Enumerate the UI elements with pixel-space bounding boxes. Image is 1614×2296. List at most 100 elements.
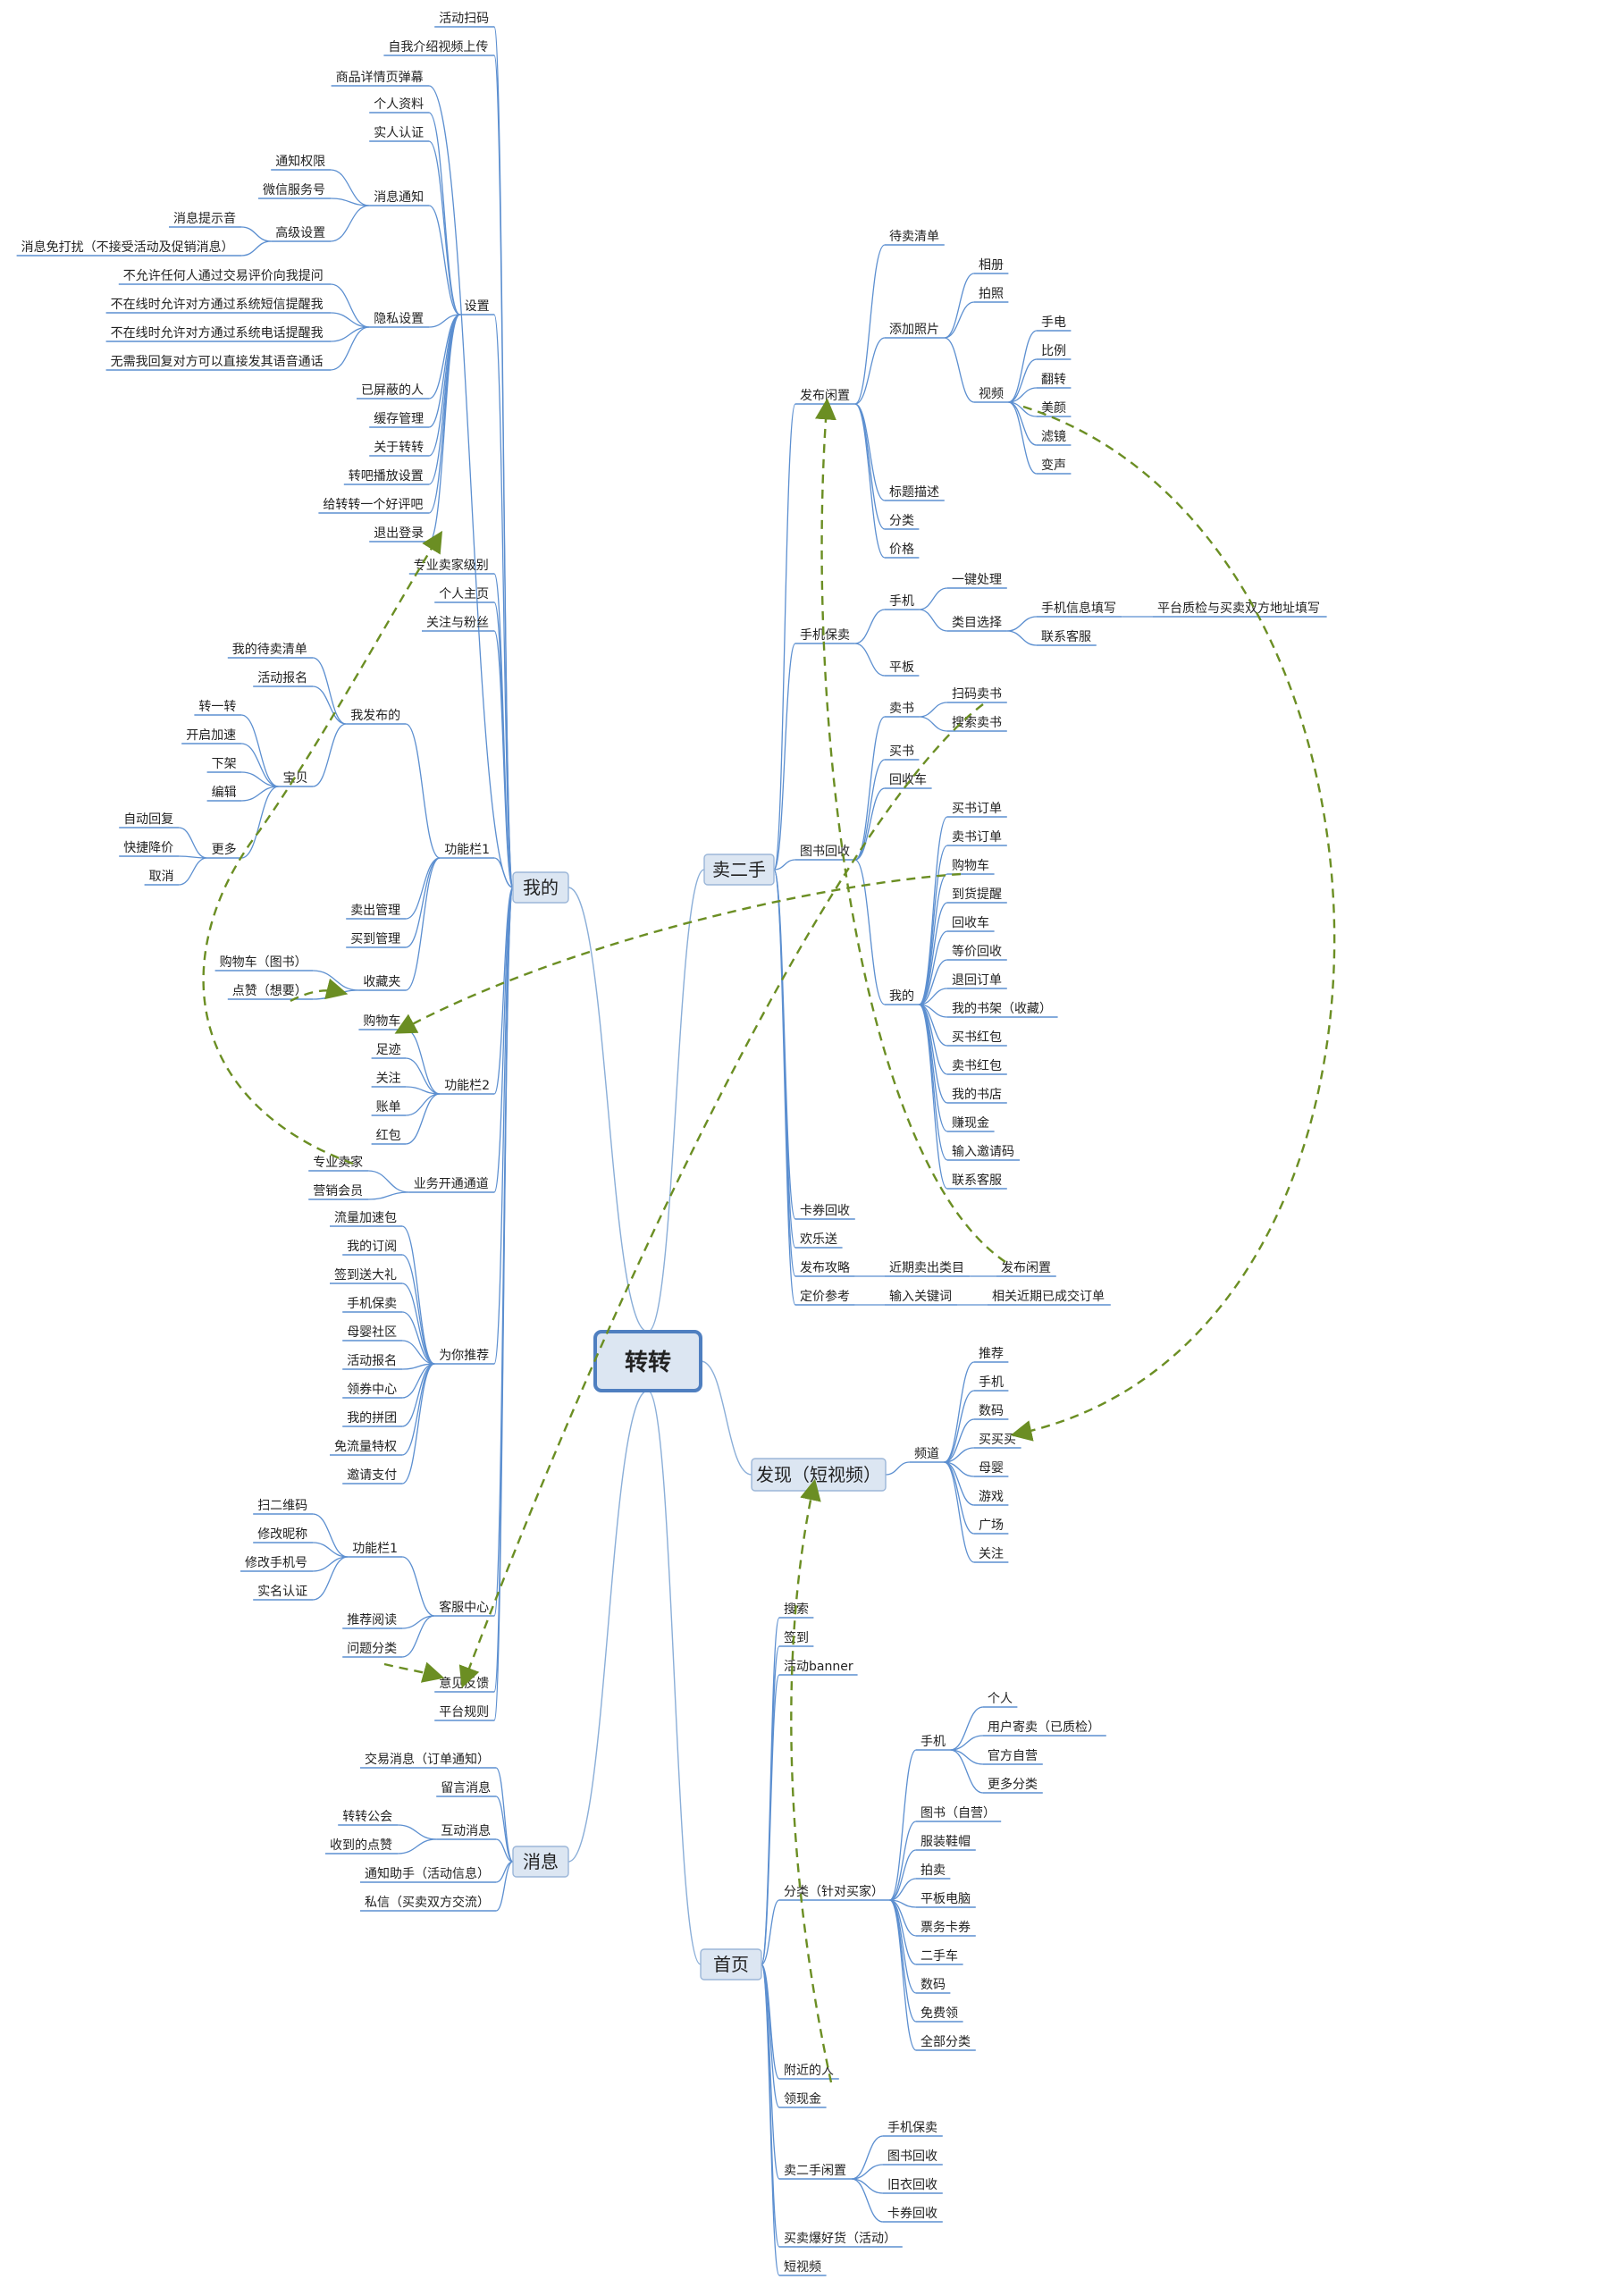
connector [493,887,514,1095]
node-label: 关于转转 [374,441,424,455]
connector [919,873,948,1005]
node-bm0: 买书订单 [947,802,1007,818]
connector [1006,630,1038,646]
node-label: 母婴社区 [347,1325,397,1340]
node-label: 我发布的 [350,709,400,723]
node-label: 卖书红包 [952,1059,1002,1073]
relation-nearby-to-discover [790,1478,833,2083]
node-pph0: 一键处理 [947,573,1007,589]
node-label: 给转转一个好评吧 [323,498,423,512]
node-fv0: 购物车（图书） [214,955,313,971]
node-label: 搜索卖书 [952,715,1002,730]
node-label: 卡券回收 [887,2207,937,2221]
node-label: 美颜 [1041,401,1066,416]
node-label: 快捷降价 [123,841,173,855]
node-label: 足迹 [376,1043,401,1057]
node-t24: 红包 [371,1129,406,1145]
node-t20: 购物车 [358,1013,406,1030]
node-m0: 发布闲置 [795,389,855,405]
branch-box [512,1846,569,1878]
node-t12: 修改手机号 [240,1556,313,1572]
connector [178,857,207,886]
connector [178,827,207,859]
node-label: 数码 [920,1978,946,1992]
node-w13: 业务开通通道 [408,1177,494,1193]
branch-label: 卖二手 [712,859,766,880]
connector [854,337,886,405]
node-label: 类目选择 [952,616,1002,630]
connector [405,857,441,991]
connector [944,273,975,339]
node-label: 滤镜 [1041,430,1066,444]
node-label: 更多 [212,842,237,857]
node-label: 发布闲置 [1001,1261,1051,1275]
node-label: 标题描述 [889,485,939,500]
connector [919,1004,948,1161]
node-label: 平板电脑 [920,1892,971,1906]
node-label: 通知权限 [275,154,325,169]
node-label: 高级设置 [275,225,325,240]
node-y6: 卖二手闲置 [779,2164,852,2180]
node-t23: 账单 [371,1100,406,1116]
relation-video-to-buybuybuy [1010,405,1336,1442]
node-w7: 我发布的 [346,709,406,725]
connector [944,301,975,339]
connector [401,1556,435,1617]
node-ch0: 推荐 [974,1347,1009,1363]
node-label: 收藏夹 [363,975,400,989]
node-label: 我的拼团 [347,1411,397,1426]
connector [854,244,886,405]
node-s3: 隐私设置 [369,312,429,328]
branch-label: 首页 [713,1954,749,1975]
node-bm8: 买书红包 [947,1030,1007,1047]
connector [944,1461,975,1506]
node-cp3: 更多分类 [983,1777,1043,1794]
node-rc5: 活动报名 [342,1354,402,1370]
node-label: 修改昵称 [257,1527,307,1542]
relationship-arrows [202,398,1336,2083]
node-label: 联系客服 [952,1173,1002,1188]
node-label: 广场 [979,1518,1004,1533]
node-label: 购物车 [952,858,989,873]
node-label: 比例 [1041,344,1066,358]
node-ad1: 消息免打扰（不接受活动及促销消息） [16,240,241,257]
node-label: 图书（自营） [920,1806,996,1821]
node-label: 专业卖家级别 [414,558,489,573]
connector [918,1004,948,1190]
node-label: 联系客服 [1041,629,1091,644]
connector [888,1749,917,1901]
connector [950,1735,984,1751]
branch-maiershou: 卖二手 [703,854,775,886]
node-pv1: 不在线时允许对方通过系统短信提醒我 [105,298,331,314]
node-label: 个人主页 [439,587,489,601]
node-mn2: 高级设置 [271,225,331,242]
node-label: 问题分类 [347,1642,397,1656]
connector [495,1861,514,1883]
branch-wode: 我的 [512,871,569,904]
connector [854,403,886,559]
node-label: 发布攻略 [800,1261,850,1275]
connector [854,759,886,861]
node-ct0: 手机信息填写 [1037,601,1122,618]
node-label: 买买买 [979,1433,1016,1447]
node-label: 签到 [784,1630,809,1645]
connector [240,226,272,242]
node-label: 官方自营 [988,1749,1038,1763]
branch-faxian: 发现（短视频） [751,1458,887,1492]
connector [851,2178,884,2223]
connector [1008,387,1038,403]
node-label: 相关近期已成交订单 [992,1289,1105,1304]
node-label: 个人资料 [374,97,424,112]
node-ch6: 广场 [974,1518,1009,1535]
mind-map-nodes: 转转我的消息卖二手发现（短视频）首页活动扫码自我介绍视频上传商品详情页弹幕设置专… [16,12,1327,2276]
connector [428,314,461,514]
node-y4: 附近的人 [779,2064,839,2080]
node-sv0: 功能栏1 [348,1542,402,1558]
node-ph1: 拍照 [974,287,1009,303]
connector [428,314,460,328]
node-label: 活动扫码 [439,12,489,26]
node-label: 扫码卖书 [952,687,1002,702]
node-label: 修改手机号 [245,1556,307,1570]
node-pv2: 不在线时允许对方通过系统电话提醒我 [105,326,331,342]
connector [428,140,460,315]
